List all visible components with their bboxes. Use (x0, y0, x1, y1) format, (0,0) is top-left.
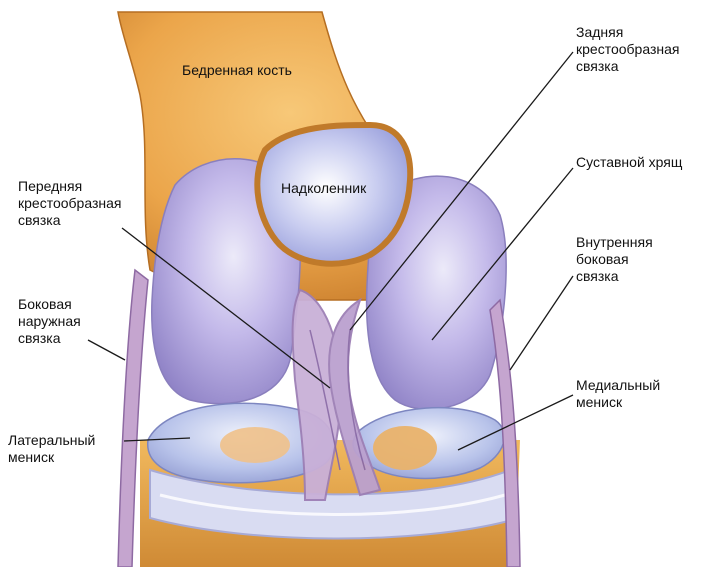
label-lateral-meniscus: Латеральный мениск (8, 432, 95, 466)
label-medial-meniscus: Медиальный мениск (576, 377, 660, 411)
label-femur: Бедренная кость (182, 62, 292, 79)
label-articular-cartilage: Суставной хрящ (576, 154, 682, 171)
label-posterior-cruciate-ligament: Задняя крестообразная связка (576, 24, 679, 75)
label-patella: Надколенник (281, 180, 366, 197)
label-medial-collateral-ligament: Внутренняя боковая связка (576, 234, 653, 285)
label-lateral-collateral-ligament: Боковая наружная связка (18, 296, 81, 347)
label-anterior-cruciate-ligament: Передняя крестообразная связка (18, 178, 121, 229)
